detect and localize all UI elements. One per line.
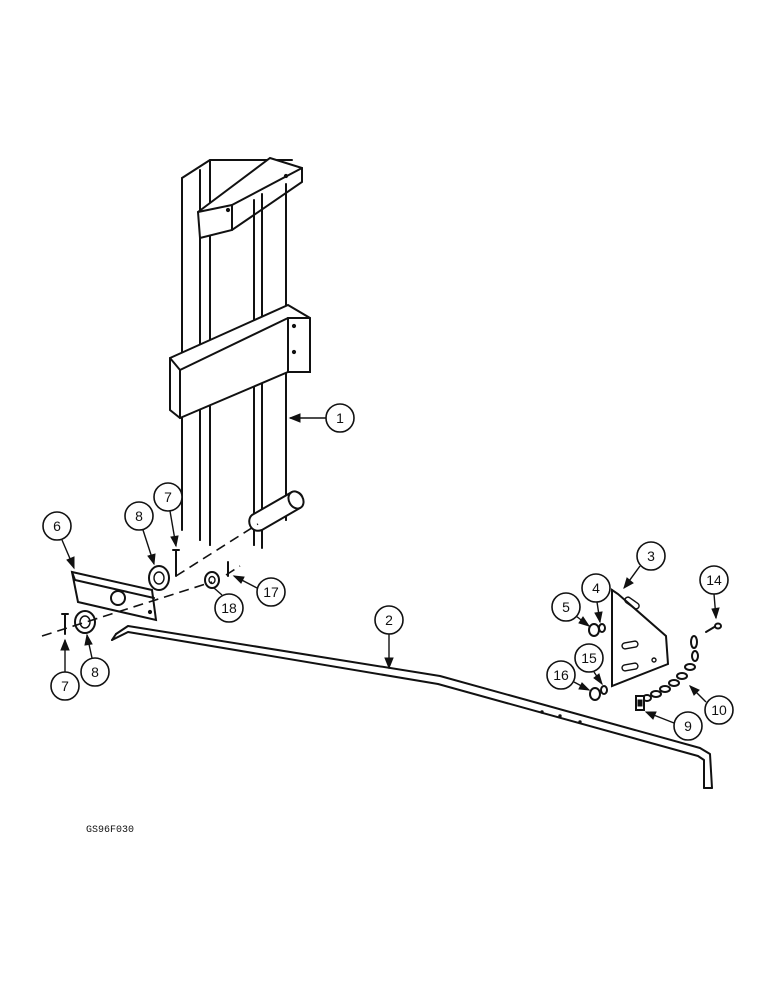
vertical-frame: [169, 156, 311, 549]
callout-8-upper: 8: [124, 501, 156, 566]
callout-10: 10: [689, 685, 734, 725]
svg-text:8: 8: [91, 664, 99, 680]
svg-text:7: 7: [61, 678, 69, 694]
callout-3: 3: [623, 541, 666, 590]
assembly-centerline-lower: [41, 581, 213, 637]
callout-16: 16: [546, 660, 591, 691]
callout-14: 14: [699, 565, 729, 620]
svg-text:8: 8: [135, 508, 143, 524]
svg-text:18: 18: [221, 600, 237, 616]
callout-7-upper: 7: [153, 482, 183, 548]
svg-text:14: 14: [706, 572, 722, 588]
callout-1: 1: [288, 403, 355, 433]
callout-4: 4: [581, 573, 611, 624]
chain: [642, 635, 699, 702]
nut-5: [588, 623, 600, 637]
washer-upper: [148, 565, 170, 591]
svg-text:16: 16: [553, 667, 569, 683]
callout-8-lower: 8: [80, 633, 110, 687]
callout-2: 2: [374, 605, 404, 670]
callout-6: 6: [42, 511, 75, 570]
svg-text:17: 17: [263, 584, 279, 600]
washer-4: [598, 623, 606, 633]
svg-text:1: 1: [336, 410, 344, 426]
chain-clip: [635, 695, 645, 711]
link-plate: [70, 570, 158, 622]
figure-code: GS96F030: [86, 825, 134, 836]
svg-text:10: 10: [711, 702, 727, 718]
bolt-14: [705, 622, 722, 633]
assembly-centerline-pin: [225, 565, 241, 576]
svg-text:5: 5: [562, 599, 570, 615]
callout-5: 5: [551, 592, 591, 627]
svg-text:7: 7: [164, 489, 172, 505]
svg-text:2: 2: [385, 612, 393, 628]
triangular-bracket: [611, 588, 670, 688]
nut-16: [589, 687, 601, 701]
callout-7-lower: 7: [50, 638, 80, 701]
svg-text:6: 6: [53, 518, 61, 534]
washer-18: [204, 571, 220, 589]
svg-text:4: 4: [592, 580, 600, 596]
svg-text:3: 3: [647, 548, 655, 564]
cotter-pin-upper: [172, 549, 180, 577]
assembly-centerline-upper: [175, 523, 259, 577]
svg-text:9: 9: [684, 718, 692, 734]
callout-17: 17: [232, 575, 286, 607]
callout-9: 9: [644, 711, 703, 741]
svg-text:15: 15: [581, 650, 597, 666]
callout-15: 15: [574, 643, 604, 686]
control-rod: [111, 625, 713, 789]
callout-18: 18: [213, 587, 244, 623]
cotter-pin-lower: [61, 613, 69, 635]
washer-lower: [74, 610, 96, 634]
washer-15: [600, 685, 608, 695]
